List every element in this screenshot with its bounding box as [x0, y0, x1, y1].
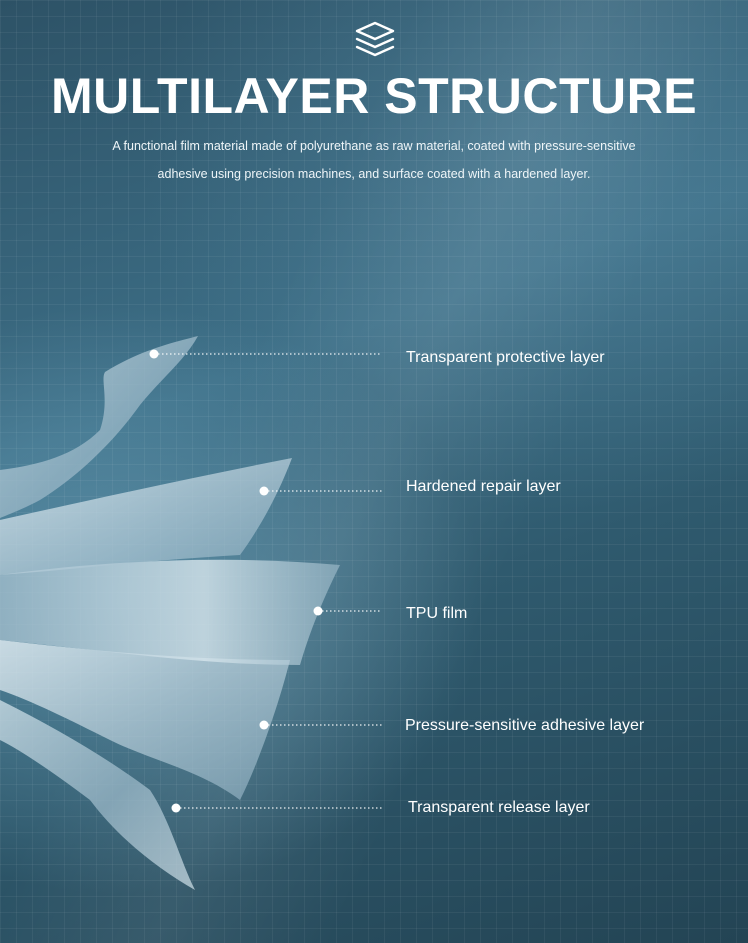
stacked-layers-icon [355, 21, 395, 57]
film-tpu-layer [0, 559, 340, 665]
description-line-1: A functional film material made of polyu… [112, 139, 636, 153]
dot-tpu [313, 606, 323, 616]
layer-label-release: Transparent release layer [408, 799, 590, 816]
description-line-2: adhesive using precision machines, and s… [157, 167, 591, 181]
dot-hardened [259, 486, 269, 496]
film-hardened-layer [0, 458, 292, 575]
film-protective-layer [0, 336, 198, 518]
film-adhesive-layer [0, 640, 290, 800]
dot-protective [149, 349, 159, 359]
layer-label-hardened: Hardened repair layer [406, 478, 561, 495]
description: A functional film material made of polyu… [70, 132, 678, 188]
page-title: MULTILAYER STRUCTURE [50, 68, 698, 124]
dot-release [171, 803, 181, 813]
layer-label-adhesive: Pressure-sensitive adhesive layer [405, 717, 645, 734]
layer-label-tpu: TPU film [406, 605, 468, 622]
dot-adhesive [259, 720, 269, 730]
layer-label-protective: Transparent protective layer [406, 349, 605, 366]
film-release-layer [0, 700, 195, 890]
